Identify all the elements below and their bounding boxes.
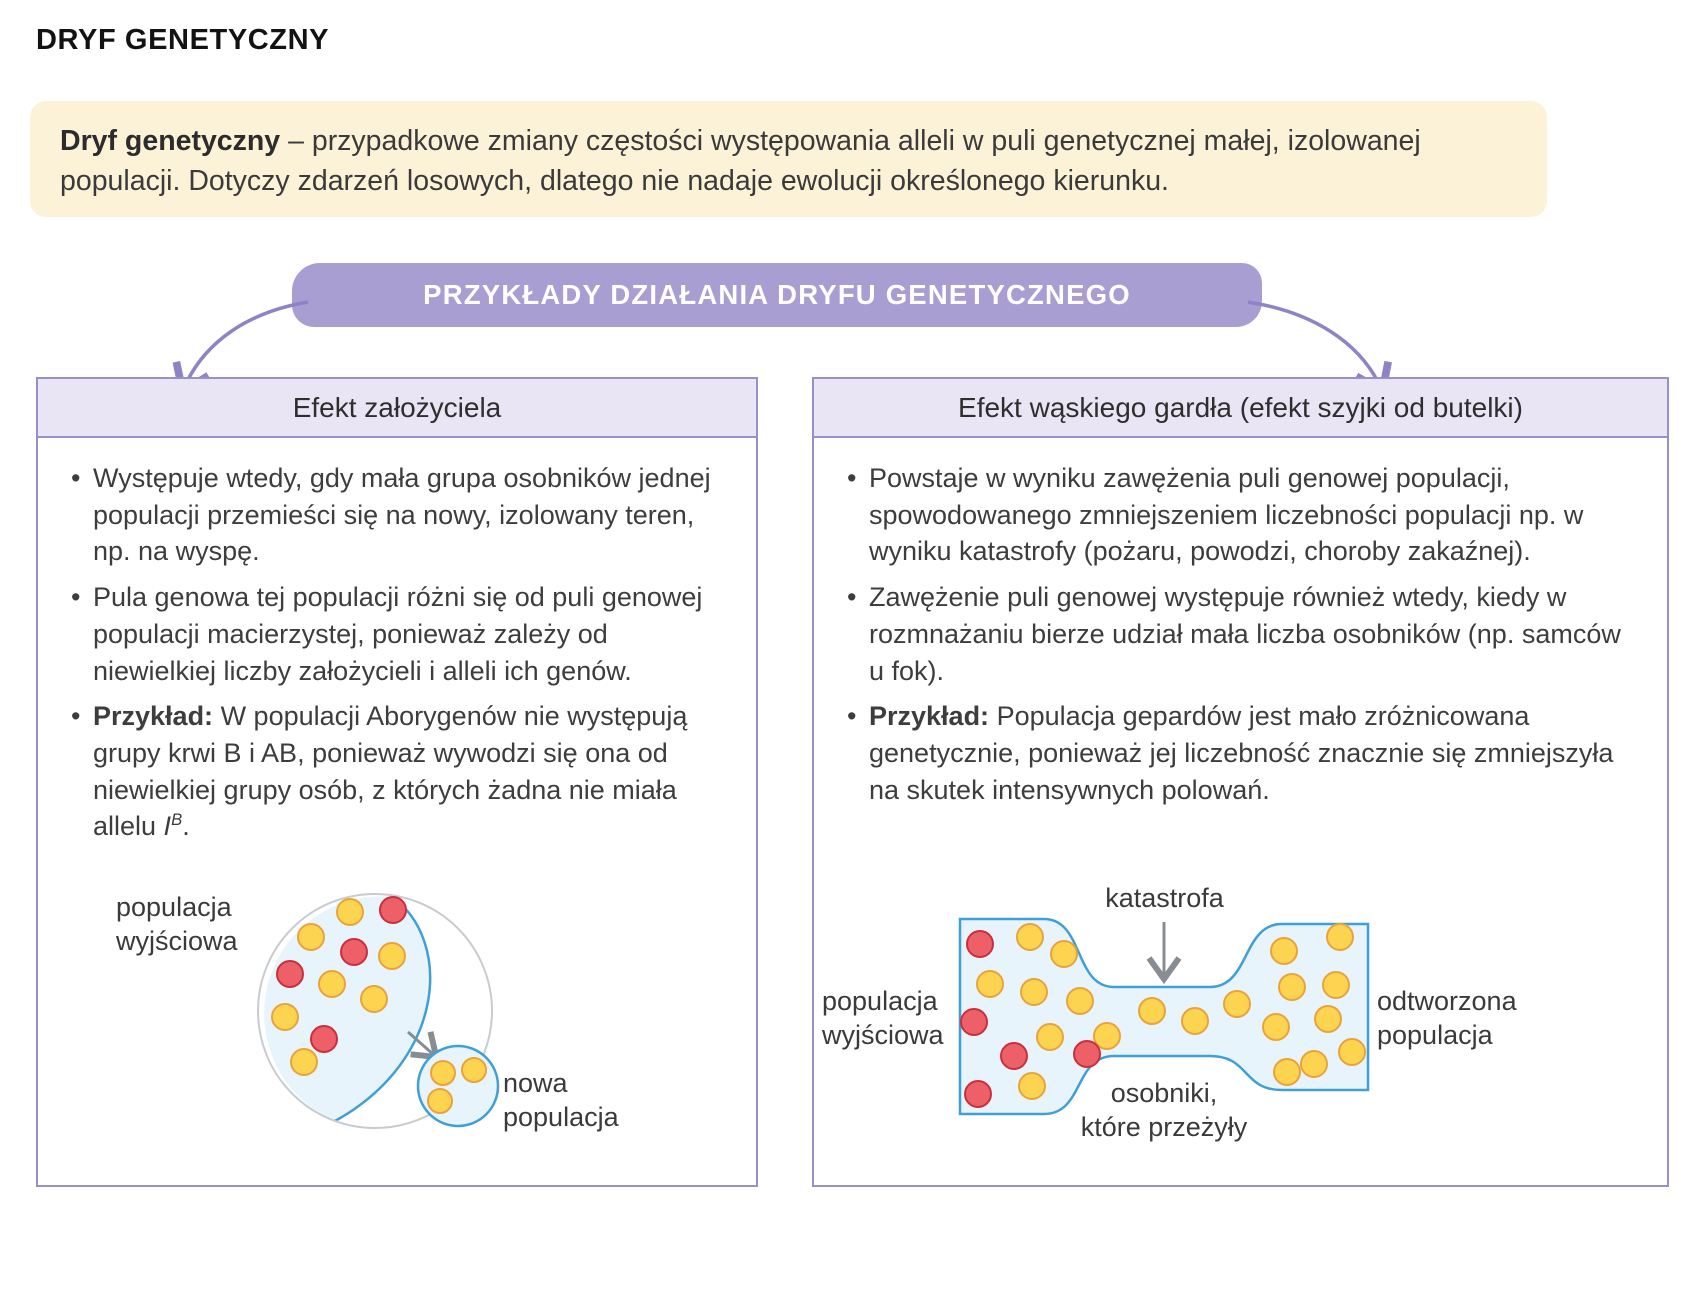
new-population-label: nowa populacja <box>503 1068 619 1132</box>
bottleneck-bullet-3: Przykład: Populacja gepardów jest mało z… <box>842 698 1643 808</box>
definition-text: – przypadkowe zmiany częstości występowa… <box>60 125 1421 198</box>
page-title: DRYF GENETYCZNY <box>36 24 330 56</box>
catastrophe-label: katastrofa <box>1105 883 1224 913</box>
founder-bullet-list: Występuje wtedy, gdy mała grupa osobnikó… <box>38 438 756 845</box>
bottleneck-bullet-2: Zawężenie puli genowej występuje również… <box>842 579 1643 689</box>
source-population-label: populacja wyjściowa <box>116 892 238 956</box>
bottleneck-diagram <box>958 917 1370 1116</box>
founder-bullet-1: Występuje wtedy, gdy mała grupa osobnikó… <box>66 460 732 570</box>
allele-symbol: I <box>163 811 172 842</box>
new-population-circle <box>416 1044 500 1128</box>
gene-pool-boundary-curve <box>334 895 432 1123</box>
restored-population-label: odtworzona populacja <box>1377 986 1517 1050</box>
founder-effect-panel: Efekt założyciela Występuje wtedy, gdy m… <box>36 377 758 1187</box>
allele-superscript: B <box>171 810 183 830</box>
arrow-to-bottleneck-panel <box>1247 300 1392 398</box>
red-allele-dots <box>960 930 1101 1108</box>
arrow-to-founder-panel <box>172 300 309 398</box>
yellow-allele-dots <box>271 898 406 1076</box>
examples-banner: PRZYKŁADY DZIAŁANIA DRYFU GENETYCZNEGO <box>292 263 1262 327</box>
founder-panel-title: Efekt założyciela <box>292 391 502 423</box>
founder-bullet-2: Pula genowa tej populacji różni się od p… <box>66 579 732 689</box>
founder-bullet-3: Przykład: W populacji Aborygenów nie wys… <box>66 698 732 845</box>
source-population-label: populacja wyjściowa <box>822 986 944 1050</box>
red-allele-dots <box>276 896 407 1053</box>
examples-banner-label: PRZYKŁADY DZIAŁANIA DRYFU GENETYCZNEGO <box>423 279 1131 310</box>
bottleneck-panel-header: Efekt wąskiego gardła (efekt szyjki od b… <box>814 379 1667 438</box>
founder-diagram <box>257 893 500 1129</box>
migration-arrow <box>407 1030 441 1061</box>
definition-box: Dryf genetyczny – przypadkowe zmiany czę… <box>30 101 1547 217</box>
definition-term: Dryf genetyczny <box>60 125 281 157</box>
bottleneck-effect-panel: Efekt wąskiego gardła (efekt szyjki od b… <box>812 377 1669 1187</box>
bottleneck-bullet-1: Powstaje w wyniku zawężenia puli genowej… <box>842 460 1643 570</box>
bottleneck-bullet-list: Powstaje w wyniku zawężenia puli genowej… <box>814 438 1667 808</box>
survivors-label: osobniki, które przeżyły <box>1080 1078 1248 1142</box>
founder-panel-header: Efekt założyciela <box>38 379 756 438</box>
yellow-allele-dots <box>976 923 1366 1100</box>
new-population-yellow-dots <box>427 1057 487 1114</box>
source-population-circle <box>257 893 493 1129</box>
bottleneck-panel-title: Efekt wąskiego gardła (efekt szyjki od b… <box>958 391 1523 423</box>
